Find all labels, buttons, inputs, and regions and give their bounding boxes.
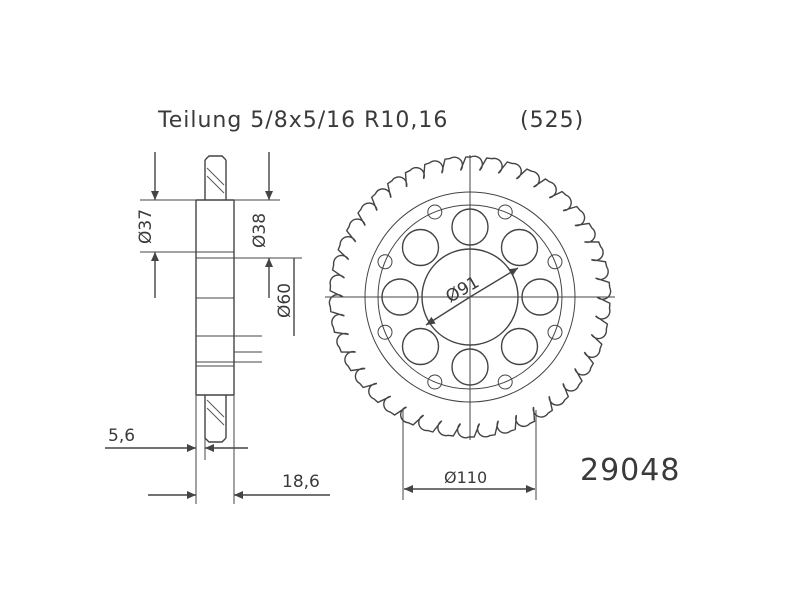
- dim-37-label: Ø37: [136, 209, 156, 244]
- side-tooth-bottom: [204, 437, 227, 443]
- side-view: Ø37 Ø38 Ø60 5,6 18,6: [105, 152, 330, 504]
- lightening-hole: [401, 327, 440, 366]
- side-tooth-top: [204, 155, 227, 161]
- bolt-hole: [377, 254, 393, 270]
- lightening-hole: [401, 228, 440, 267]
- dim-91-arrow-a: [425, 296, 471, 326]
- bolt-hole: [497, 374, 513, 390]
- part-number: 29048: [580, 453, 680, 488]
- lightening-hole: [500, 327, 539, 366]
- dim-60-label: Ø60: [275, 283, 295, 318]
- bolt-hole: [547, 324, 563, 340]
- bolt-hole: [497, 204, 513, 220]
- dim-5-6-label: 5,6: [108, 426, 135, 446]
- bolt-hole: [427, 204, 443, 220]
- dim-38-label: Ø38: [250, 213, 270, 248]
- bolt-holes: [377, 204, 563, 390]
- pitch-title: Teilung 5/8x5/16 R10,16: [157, 108, 448, 133]
- bolt-hole: [547, 254, 563, 270]
- bolt-hole: [377, 324, 393, 340]
- lightening-hole: [500, 228, 539, 267]
- dim-91-arrow-b: [469, 267, 519, 298]
- bolt-hole: [427, 374, 443, 390]
- pitch-code: (525): [520, 108, 584, 133]
- dim-110-label: Ø110: [444, 468, 487, 487]
- front-view: Ø91 Ø110: [325, 155, 615, 500]
- dim-18-6-label: 18,6: [282, 472, 320, 492]
